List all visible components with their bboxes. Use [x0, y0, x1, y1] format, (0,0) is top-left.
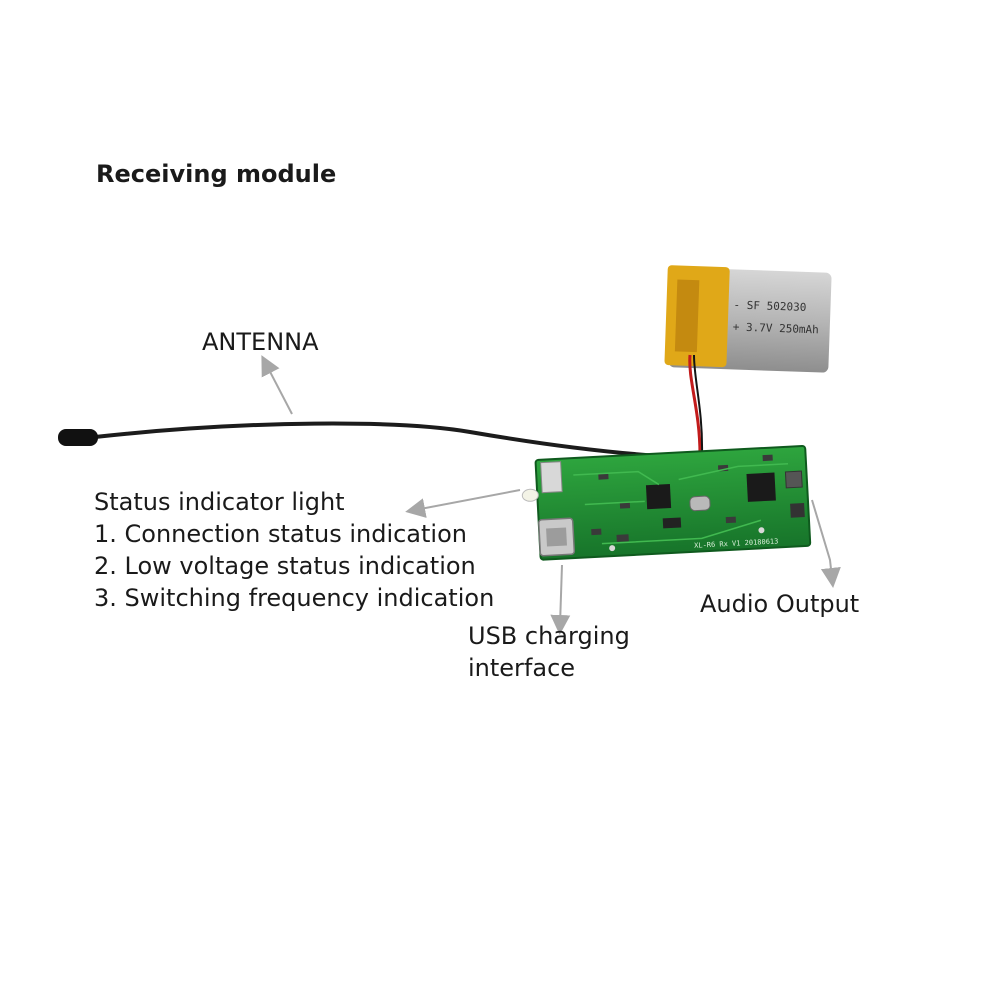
chip-main — [645, 483, 672, 510]
status-item-2: 2. Low voltage status indication — [94, 552, 476, 580]
page-title: Receiving module — [96, 160, 337, 188]
crystal — [689, 495, 711, 512]
status-led — [521, 488, 539, 502]
callout-arrows — [261, 355, 841, 635]
audio-jack-top — [784, 470, 803, 489]
antenna-wire — [94, 421, 661, 458]
battery-label-1: - SF 502030 — [733, 298, 806, 314]
arrow-usb — [550, 564, 571, 635]
slide-switch — [540, 461, 563, 494]
usb-line-2: interface — [468, 654, 576, 682]
usb-line-1: USB charging — [468, 622, 630, 650]
label-audio-output: Audio Output — [700, 590, 860, 618]
battery: - SF 502030 + 3.7V 250mAh — [664, 265, 832, 456]
audio-jack-bottom — [790, 502, 805, 518]
arrow-antenna — [261, 355, 293, 415]
receiver-pcb: XL-R6 Rx V1 20180613 — [521, 445, 812, 561]
battery-label-2: + 3.7V 250mAh — [733, 320, 819, 336]
battery-lead-red — [688, 354, 702, 456]
label-antenna: ANTENNA — [202, 328, 319, 356]
chip-small — [662, 517, 682, 529]
status-item-1: 1. Connection status indication — [94, 520, 467, 548]
label-status-indicator: Status indicator light 1. Connection sta… — [94, 486, 494, 614]
chip-audio — [746, 472, 776, 502]
antenna-tip — [58, 429, 98, 446]
status-item-3: 3. Switching frequency indication — [94, 584, 495, 612]
antenna — [58, 421, 661, 458]
status-heading: Status indicator light — [94, 488, 345, 516]
battery-lead-black — [693, 354, 704, 456]
arrow-audio — [811, 499, 841, 588]
arrow-status — [405, 489, 521, 518]
label-usb-charging: USB charging interface — [468, 620, 630, 684]
